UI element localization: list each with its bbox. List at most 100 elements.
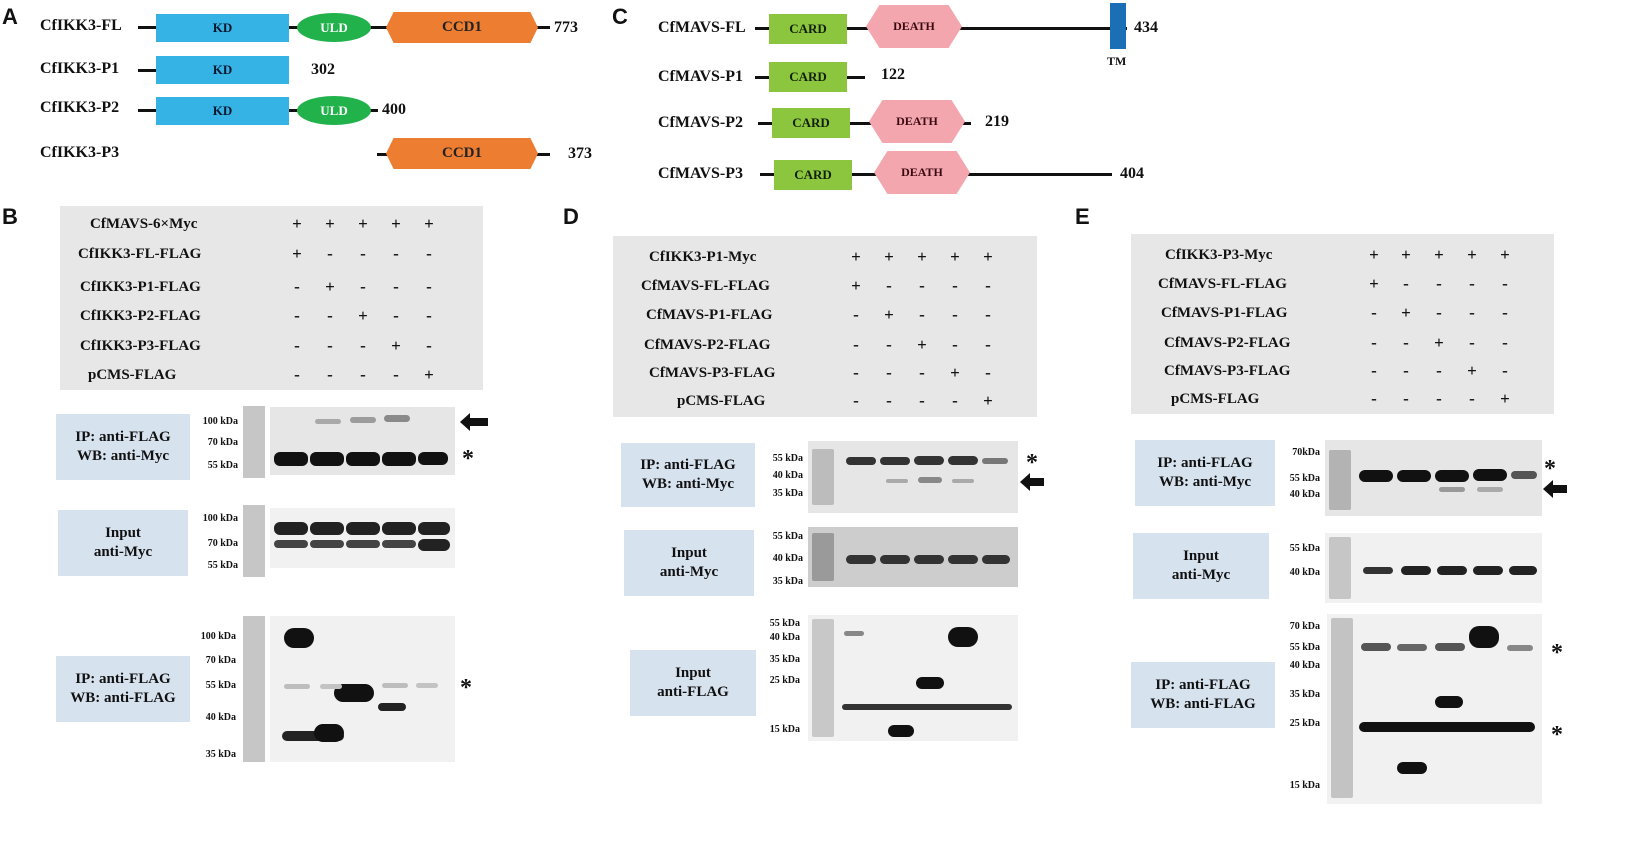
marker-40kda: 40 kDa: [772, 553, 803, 564]
condition-sign: +: [917, 247, 927, 266]
condition-sign: -: [360, 336, 366, 355]
condition-sign: -: [1371, 333, 1377, 352]
condition-sign: +: [1500, 245, 1510, 264]
condition-sign: -: [985, 335, 991, 354]
band: [1435, 470, 1469, 482]
band: [842, 704, 1012, 710]
panel-e-blot2-membrane: [1325, 533, 1542, 603]
band: [846, 457, 876, 465]
condition-sign: -: [919, 363, 925, 382]
condition-sign: +: [983, 247, 993, 266]
condition-sign: -: [426, 336, 432, 355]
uld-domain-ikk3-p2: ULD: [297, 96, 371, 125]
marker-55kda: 55 kDa: [772, 453, 803, 464]
band: [918, 477, 942, 483]
ladder-lane: [812, 533, 834, 581]
condition-sign: -: [919, 391, 925, 410]
blot-label-line1: IP: anti-FLAG: [640, 457, 736, 473]
condition-sign: +: [884, 305, 894, 324]
panel-letter-e: E: [1075, 204, 1090, 229]
band: [1509, 566, 1537, 575]
marker-100kda: 100 kDa: [202, 513, 238, 524]
ccd-domain-ikk3-p3: CCD1: [386, 138, 538, 169]
band: [914, 555, 944, 564]
marker-25kda: 25 kDa: [1289, 718, 1320, 729]
ladder-lane: [243, 616, 265, 762]
blot-label-line2: WB: anti-Myc: [76, 448, 170, 464]
construct-label-mavs-p1: CfMAVS-P1: [658, 68, 744, 85]
marker-35kda: 35 kDa: [772, 488, 803, 499]
band: [948, 627, 978, 647]
blot-label-line2: anti-FLAG: [657, 684, 729, 700]
condition-sign: -: [919, 276, 925, 295]
construct-label-ikk3-p1: CfIKK3-P1: [40, 60, 120, 77]
condition-sign: +: [391, 214, 401, 233]
condition-sign: +: [983, 391, 993, 410]
marker-25kda: 25 kDa: [769, 675, 800, 686]
row-label: CfIKK3-P1-FLAG: [80, 279, 201, 295]
marker-70kda: 70kDa: [1292, 447, 1320, 458]
condition-sign: -: [393, 244, 399, 263]
row-label: CfMAVS-FL-FLAG: [1158, 276, 1287, 292]
condition-sign: +: [1401, 245, 1411, 264]
panel-d-blot1-label: IP: anti-FLAG WB: anti-Myc: [621, 443, 755, 507]
condition-sign: +: [391, 336, 401, 355]
panel-letter-c: C: [612, 4, 628, 29]
death-domain-mavs-fl: DEATH: [866, 5, 962, 48]
length-mavs-p2: 219: [985, 113, 1009, 130]
blot-label-line1: Input: [675, 665, 711, 681]
panel-letter-b: B: [2, 204, 18, 229]
marker-70kda: 70 kDa: [207, 538, 238, 549]
band: [334, 684, 374, 702]
condition-sign: -: [952, 276, 958, 295]
panel-d-blot1-membrane: [808, 441, 1018, 513]
death-domain-mavs-p3: DEATH: [874, 151, 970, 194]
row-label: CfMAVS-P3-FLAG: [1164, 363, 1291, 379]
band: [1473, 566, 1503, 575]
band: [886, 479, 908, 483]
band: [274, 452, 308, 466]
row-label: CfIKK3-P3-FLAG: [80, 338, 201, 354]
band: [844, 631, 864, 636]
panel-b-blot2-label: Input anti-Myc: [58, 510, 188, 576]
condition-sign: -: [886, 363, 892, 382]
condition-sign: -: [393, 365, 399, 384]
band: [346, 540, 380, 548]
panel-d-blot3-membrane: [808, 615, 1018, 741]
blot-label-line1: IP: anti-FLAG: [1155, 677, 1251, 693]
band: [948, 456, 978, 465]
band: [382, 452, 416, 466]
condition-sign: -: [360, 244, 366, 263]
condition-sign: -: [985, 276, 991, 295]
marker-55kda: 55 kDa: [772, 531, 803, 542]
condition-sign: -: [1403, 389, 1409, 408]
marker-55kda: 55 kDa: [1289, 543, 1320, 554]
marker-70kda: 70 kDa: [207, 437, 238, 448]
marker-35kda: 35 kDa: [205, 749, 236, 760]
condition-sign: -: [327, 336, 333, 355]
band: [282, 731, 344, 741]
band: [382, 540, 416, 548]
blot-label-line2: WB: anti-FLAG: [70, 690, 176, 706]
band: [418, 539, 450, 551]
blot-label-line1: Input: [1183, 548, 1219, 564]
condition-sign: -: [294, 365, 300, 384]
condition-sign: -: [853, 335, 859, 354]
arrow-left-icon: [1020, 473, 1044, 491]
tm-domain-mavs-fl: [1110, 3, 1126, 49]
condition-sign: +: [917, 335, 927, 354]
condition-sign: +: [1467, 361, 1477, 380]
condition-sign: -: [886, 391, 892, 410]
marker-55kda: 55 kDa: [207, 460, 238, 471]
panel-e-condition-grid: [1131, 234, 1554, 414]
panel-b-condition-grid: [60, 206, 483, 390]
blot-label-line2: WB: anti-FLAG: [1150, 696, 1256, 712]
tm-label: TM: [1107, 54, 1127, 68]
blot-label-line2: anti-Myc: [93, 544, 153, 560]
condition-sign: -: [1469, 333, 1475, 352]
band: [418, 452, 448, 465]
uld-domain-ikk3-fl: ULD: [297, 13, 371, 42]
panel-b-blot2-membrane: [270, 508, 455, 568]
condition-sign: -: [327, 306, 333, 325]
band: [310, 540, 344, 548]
